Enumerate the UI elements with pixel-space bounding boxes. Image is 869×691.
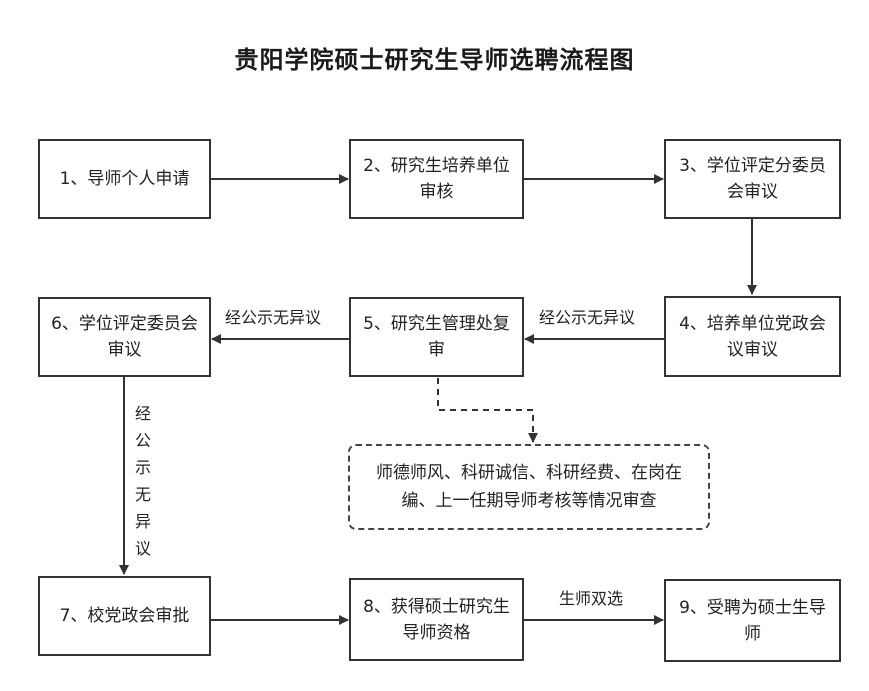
step-1-box: 1、导师个人申请 (38, 139, 211, 219)
edge-label-4-to-5: 经公示无异议 (539, 308, 636, 327)
edge-label-5-to-6: 经公示无异议 (225, 308, 322, 327)
step-7-label: 7、校党政会审批 (59, 606, 190, 626)
step-7-box: 7、校党政会审批 (38, 576, 211, 656)
review-criteria-note: 师德师风、科研诚信、科研经费、在岗在编、上一任期导师考核等情况审查 (348, 444, 710, 530)
step-3-label: 3、学位评定分委员会审议 (679, 156, 826, 202)
review-criteria-text: 师德师风、科研诚信、科研经费、在岗在编、上一任期导师考核等情况审查 (376, 463, 682, 511)
step-8-box: 8、获得硕士研究生导师资格 (349, 578, 524, 661)
step-4-box: 4、培养单位党政会议审议 (664, 296, 841, 377)
step-6-box: 6、学位评定委员会审议 (38, 297, 211, 377)
step-4-label: 4、培养单位党政会议审议 (679, 313, 826, 360)
step-3-box: 3、学位评定分委员会审议 (664, 139, 841, 219)
step-8-label: 8、获得硕士研究生导师资格 (363, 596, 510, 643)
diagram-title: 贵阳学院硕士研究生导师选聘流程图 (234, 46, 635, 74)
step-2-label: 2、研究生培养单位审核 (363, 156, 510, 202)
edge-label-6-to-7: 经公示无异议 (134, 404, 151, 558)
step-5-box: 5、研究生管理处复审 (349, 297, 524, 377)
step-9-box: 9、受聘为硕士生导师 (664, 579, 841, 662)
step-2-box: 2、研究生培养单位审核 (349, 139, 524, 219)
step-5-label: 5、研究生管理处复审 (363, 314, 510, 360)
step-1-label: 1、导师个人申请 (59, 169, 190, 189)
edge-label-8-to-9: 生师双选 (559, 589, 624, 608)
dashed-arrow-5-to-note (437, 378, 538, 443)
step-9-label: 9、受聘为硕士生导师 (679, 597, 826, 644)
step-6-label: 6、学位评定委员会审议 (51, 314, 198, 360)
